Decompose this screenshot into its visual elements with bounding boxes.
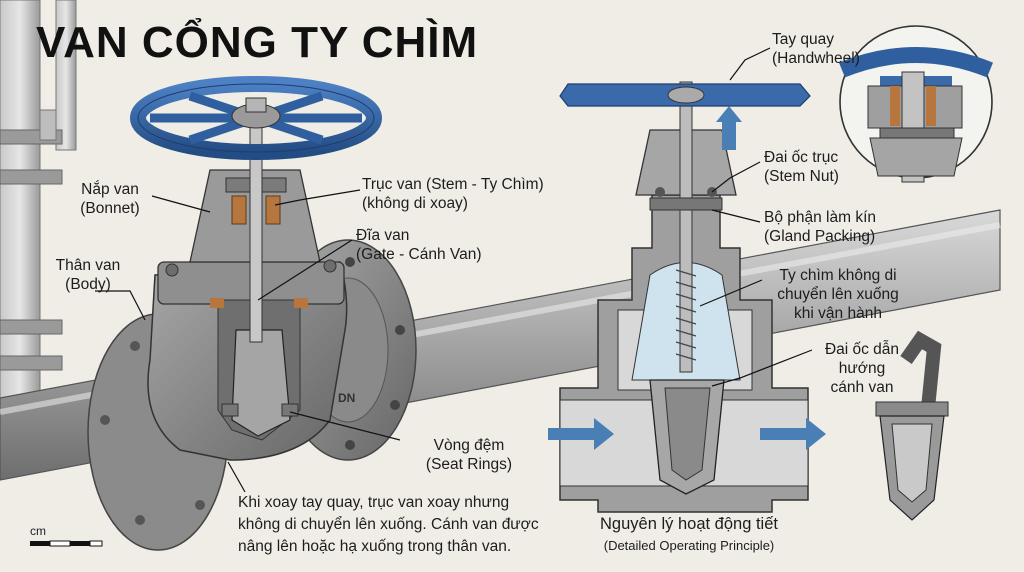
label-stem-en: (không di xoay) xyxy=(362,195,468,212)
page-title: VAN CỔNG TY CHÌM xyxy=(36,18,479,67)
label-body-en: (Body) xyxy=(65,276,111,293)
label-stem: Trục van (Stem - Ty Chìm) (không di xoay… xyxy=(362,175,544,213)
label-bonnet: Nắp van (Bonnet) xyxy=(64,180,156,218)
label-fixed-stem-line1: Ty chìm không di xyxy=(779,267,897,284)
label-fixed-stem-line3: khi vận hành xyxy=(794,305,882,322)
label-stem-nut-en: (Stem Nut) xyxy=(764,168,839,185)
label-fixed-stem: Ty chìm không di chuyển lên xuống khi vậ… xyxy=(760,266,916,323)
principle-caption-en: (Detailed Operating Principle) xyxy=(603,538,775,553)
label-guide-nut: Đai ốc dẫn hướng cánh van xyxy=(812,340,912,397)
label-seat-vi: Vòng đệm xyxy=(433,437,505,454)
label-guide-nut-line3: cánh van xyxy=(830,379,894,396)
label-guide-nut-line1: Đai ốc dẫn xyxy=(824,341,900,358)
operation-note-line1: Khi xoay tay quay, trục van xoay nhưng xyxy=(238,494,510,511)
background-pipes xyxy=(0,0,77,421)
label-handwheel-vi: Tay quay xyxy=(772,31,835,48)
label-packing-en: (Gland Packing) xyxy=(764,228,876,245)
label-seat: Vòng đệm (Seat Rings) xyxy=(404,436,534,474)
label-stem-vi: Trục van (Stem - Ty Chìm) xyxy=(362,176,544,193)
gate-detail xyxy=(875,330,949,521)
label-packing-vi: Bộ phận làm kín xyxy=(764,209,877,226)
label-gate-en: (Gate - Cánh Van) xyxy=(356,246,482,263)
operation-note: Khi xoay tay quay, trục van xoay nhưng k… xyxy=(238,492,539,558)
detail-inset xyxy=(838,25,994,183)
label-handwheel: Tay quay (Handwheel) xyxy=(772,30,860,68)
label-body: Thân van (Body) xyxy=(42,256,134,294)
principle-caption: Nguyên lý hoạt động tiết (Detailed Opera… xyxy=(584,515,794,553)
principle-caption-vi: Nguyên lý hoạt động tiết xyxy=(600,515,778,533)
label-body-vi: Thân van xyxy=(55,257,121,274)
label-stem-nut: Đai ốc trục (Stem Nut) xyxy=(764,148,839,186)
label-handwheel-en: (Handwheel) xyxy=(772,50,860,67)
scale-label: cm xyxy=(30,524,46,538)
handwheel xyxy=(130,76,382,160)
leader-lines-right xyxy=(699,47,813,387)
label-stem-nut-vi: Đai ốc trục xyxy=(764,149,839,166)
leader-lines-left xyxy=(95,189,401,493)
label-bonnet-vi: Nắp van xyxy=(81,181,139,198)
label-guide-nut-line2: hướng xyxy=(838,360,886,377)
label-gate-vi: Đĩa van xyxy=(356,227,410,244)
operation-note-line2: không di chuyển lên xuống. Cánh van được xyxy=(238,516,539,533)
valve-body xyxy=(147,109,348,461)
label-bonnet-en: (Bonnet) xyxy=(80,200,140,217)
label-fixed-stem-line2: chuyển lên xuống xyxy=(777,286,899,303)
cross-section-diagram xyxy=(548,81,826,513)
operation-note-line3: nâng lên hoặc hạ xuống trong thân van. xyxy=(238,538,512,555)
label-gate: Đĩa van (Gate - Cánh Van) xyxy=(356,226,482,264)
scale-bar xyxy=(30,540,103,547)
label-seat-en: (Seat Rings) xyxy=(425,456,513,473)
label-packing: Bộ phận làm kín (Gland Packing) xyxy=(764,208,876,246)
body-marking: DN xyxy=(338,391,355,405)
